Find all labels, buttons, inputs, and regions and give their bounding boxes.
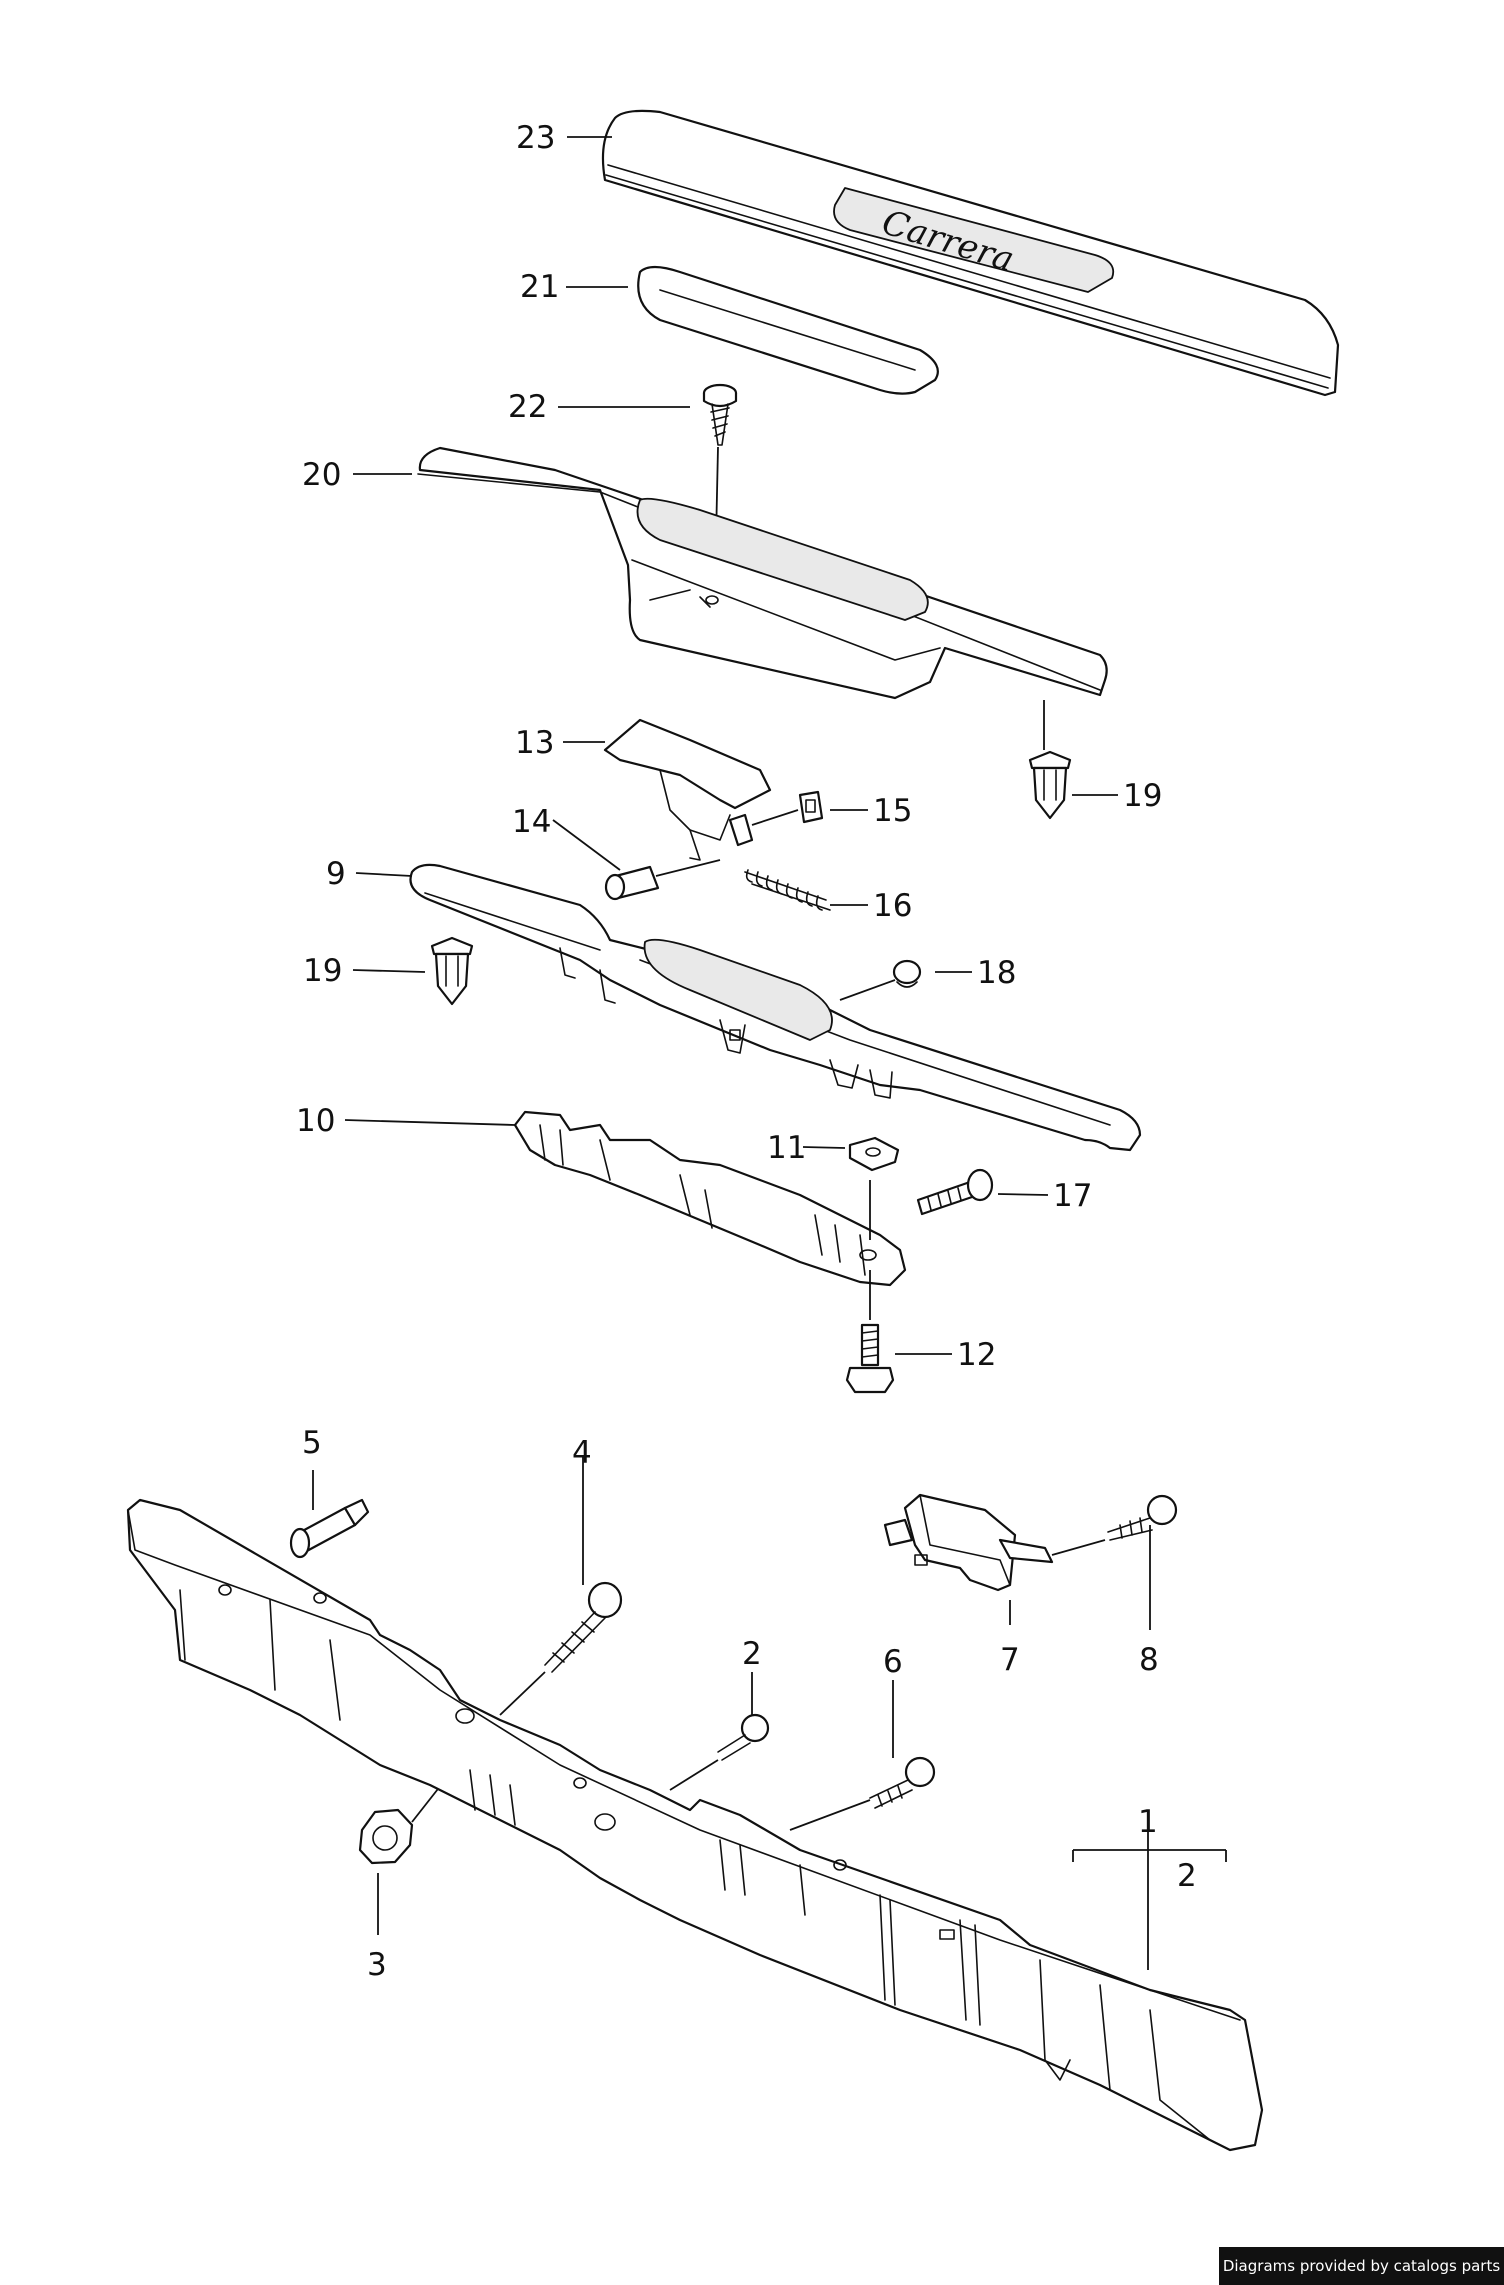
part-8-screw	[1107, 1494, 1178, 1630]
callout-1: 1	[1138, 1804, 1158, 1840]
part-4-screw	[499, 1455, 623, 1716]
part-23-sill-trim: Carrera	[601, 109, 1340, 397]
part-9-trim-strip	[409, 863, 1142, 1152]
part-14-pin	[604, 859, 721, 901]
callout-21: 21	[520, 269, 559, 305]
part-16-spring	[744, 869, 831, 911]
part-3-nut	[358, 1779, 446, 1935]
leader-lines	[344, 136, 1118, 1355]
part-22-screw	[702, 383, 738, 541]
callout-17: 17	[1053, 1178, 1092, 1214]
callout-18: 18	[977, 955, 1016, 991]
part-20-sill-base	[417, 446, 1108, 750]
part-15-clip-nut	[751, 790, 824, 826]
callout-5: 5	[302, 1425, 322, 1461]
callout-13: 13	[515, 725, 554, 761]
callout-8: 8	[1139, 1642, 1159, 1678]
callout-range-bracket	[1072, 1849, 1227, 1862]
callout-20: 20	[302, 457, 341, 493]
callout-22: 22	[508, 389, 547, 425]
part-7-switch	[883, 1493, 1106, 1625]
callout-19-left: 19	[303, 953, 342, 989]
callout-10: 10	[296, 1103, 335, 1139]
part-2-screw	[669, 1672, 770, 1791]
callout-6: 6	[883, 1644, 903, 1680]
callout-2-upper: 2	[742, 1636, 762, 1672]
credit-badge: Diagrams provided by catalogs parts	[1219, 2247, 1504, 2285]
callout-2-range: 2	[1177, 1858, 1197, 1894]
callout-labels: 23 21 22 20 13 19 14 15 9 16 18 19 10 11…	[296, 120, 1197, 1983]
part-17-bolt	[916, 1168, 994, 1216]
callout-11: 11	[767, 1130, 806, 1166]
part-5-pin	[289, 1470, 370, 1559]
part-11-nut	[848, 1136, 900, 1172]
part-19-clip-left	[430, 936, 474, 1006]
part-21-sill-insert	[637, 265, 939, 395]
part-6-screw	[789, 1680, 936, 1831]
part-13-bracket	[603, 718, 772, 861]
callout-12: 12	[957, 1337, 996, 1373]
callout-3: 3	[367, 1947, 387, 1983]
part-1-sill-carrier	[126, 1498, 1264, 2152]
callout-23: 23	[516, 120, 555, 156]
part-10-mounting-rail	[513, 1110, 907, 1320]
callout-4: 4	[572, 1435, 592, 1471]
part-18-plug	[839, 959, 922, 1001]
callout-16: 16	[873, 888, 912, 924]
callout-19-upper: 19	[1123, 778, 1162, 814]
part-19-clip-upper	[1028, 750, 1072, 820]
callout-15: 15	[873, 793, 912, 829]
callout-7: 7	[1000, 1642, 1020, 1678]
callout-9: 9	[326, 856, 346, 892]
part-12-bolt	[845, 1323, 895, 1394]
callout-14: 14	[512, 804, 551, 840]
